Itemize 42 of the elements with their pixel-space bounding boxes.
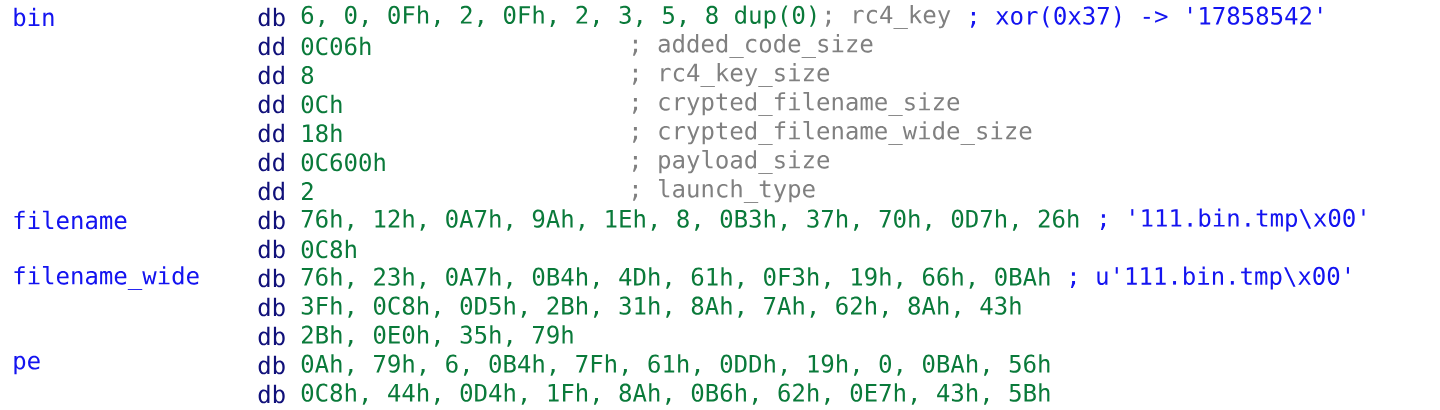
directive: dd: [258, 123, 284, 143]
symbol-name: filename: [14, 210, 127, 230]
directive: db: [258, 239, 285, 259]
directive: dd: [258, 152, 284, 172]
operand-list: 0Ch: [301, 94, 342, 114]
comment: ; added_code_size: [632, 34, 873, 58]
comment: ; launch_type: [632, 179, 815, 203]
operand-list: 2Bh, 0E0h, 35h, 79h: [302, 325, 573, 347]
directive: dd: [258, 181, 284, 201]
comment: ; u'111.bin.tmp\x00': [1070, 266, 1349, 290]
comment: ; rc4_key_size: [632, 63, 830, 87]
comment: ; crypted_filename_wide_size: [632, 121, 1032, 145]
comment: ; crypted_filename_size: [632, 92, 960, 116]
directive: db: [258, 384, 285, 404]
operand-list: 0Ah, 79h, 6, 0B4h, 7Fh, 61h, 0DDh, 19h, 0, 0BAh, 56h: [301, 354, 1050, 376]
operand-list: 6, 0, 0Fh, 2, 0Fh, 2, 3, 5, 8 dup(0): [301, 5, 816, 29]
directive: db: [258, 268, 285, 288]
operand-list: 76h, 23h, 0A7h, 0B4h, 4Dh, 61h, 0F3h, 19h, 66h, 0BAh: [301, 267, 1050, 289]
comment: ; xor(0x37) -> '17858542': [970, 6, 1322, 28]
operand-list: 0C8h: [301, 239, 356, 259]
operand-list: 76h, 12h, 0A7h, 9Ah, 1Eh, 8, 0B3h, 37h, 70h, 0D7h, 26h: [301, 209, 1079, 231]
operand-list: 0C06h: [301, 36, 371, 56]
directive: db: [258, 210, 285, 230]
operand-list: 0C8h, 44h, 0D4h, 1Fh, 8Ah, 0B6h, 62h, 0E7h, 43h, 5Bh: [301, 383, 1050, 405]
operand-list: 3Fh, 0C8h, 0D5h, 2Bh, 31h, 8Ah, 7Ah, 62h, 8Ah, 43h: [301, 296, 1021, 318]
symbol-name: pe: [14, 355, 40, 375]
comment: ; rc4_key: [825, 5, 951, 29]
directive: db: [258, 326, 285, 346]
directive: db: [258, 7, 285, 27]
operand-list: 8: [301, 65, 314, 85]
directive: dd: [258, 36, 284, 56]
directive: db: [258, 297, 285, 317]
operand-list: 2: [302, 182, 313, 200]
comment: ; payload_size: [632, 150, 830, 174]
symbol-name: bin: [14, 7, 54, 27]
operand-list: 18h: [303, 123, 342, 143]
operand-list: 0C600h: [301, 152, 385, 172]
directive: dd: [258, 65, 284, 85]
comment: ; '111.bin.tmp\x00': [1100, 208, 1365, 232]
directive: dd: [258, 94, 284, 114]
symbol-name: filename_wide: [14, 266, 199, 290]
directive: db: [258, 355, 285, 375]
